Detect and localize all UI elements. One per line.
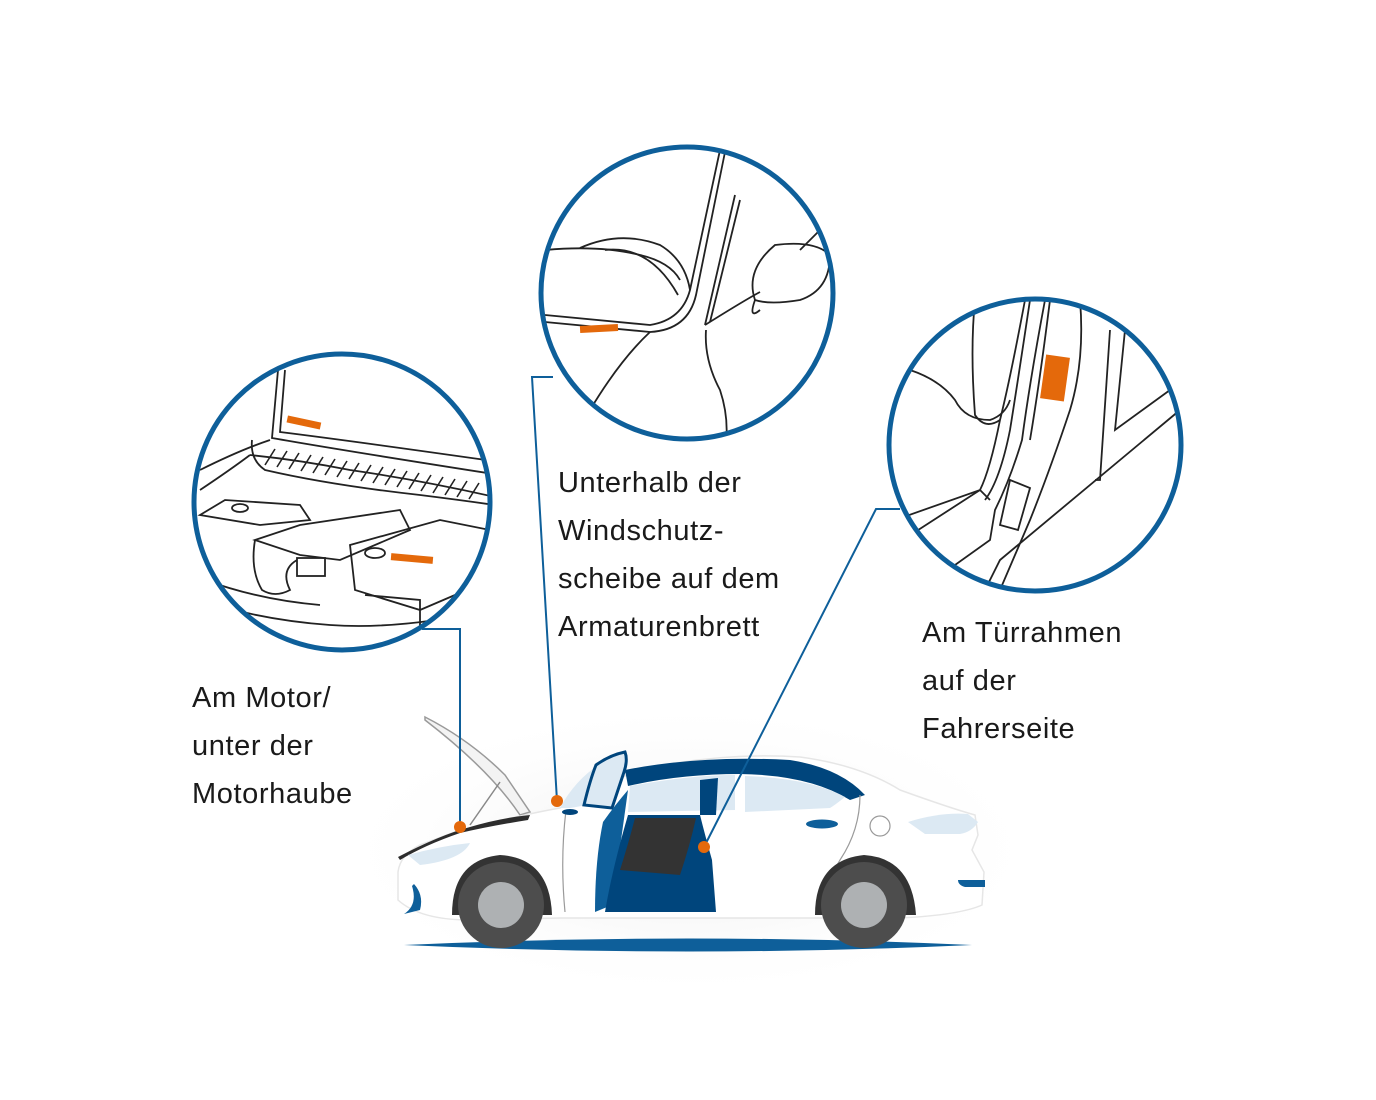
engine-location-label: Am Motor/ unter der Motorhaube [192, 674, 353, 818]
vin-plate-dashboard [579, 324, 619, 333]
door-frame-connector [703, 508, 900, 848]
label-line: scheibe auf dem [558, 563, 780, 595]
dashboard-windshield-closeup [538, 144, 836, 442]
windshield-location-label: Unterhalb der Windschutz- scheibe auf de… [558, 459, 780, 651]
door-frame-marker[interactable] [698, 841, 710, 853]
windshield-connector [530, 376, 558, 802]
label-line: unter der [192, 730, 314, 762]
label-line: Motorhaube [192, 778, 353, 810]
label-line: Am Motor/ [192, 682, 332, 714]
ground-shadow [404, 938, 972, 952]
dashboard-marker[interactable] [551, 795, 563, 807]
label-line: Armaturenbrett [558, 611, 760, 643]
engine-bay-closeup [191, 351, 493, 653]
vin-plate-door-frame [1040, 354, 1070, 402]
door-frame-closeup [886, 296, 1184, 594]
label-line: auf der [922, 665, 1017, 697]
car-illustration [330, 700, 1050, 1000]
label-line: Fahrerseite [922, 713, 1076, 745]
location-markers [454, 795, 710, 853]
label-line: Unterhalb der [558, 467, 742, 499]
vin-plate-engine-1 [286, 415, 322, 430]
label-line: Am Türrahmen [922, 617, 1123, 649]
label-line: Windschutz- [558, 515, 725, 547]
hood-marker[interactable] [454, 821, 466, 833]
door-frame-location-label: Am Türrahmen auf der Fahrerseite [922, 609, 1122, 753]
connector-lines [422, 376, 900, 848]
engine-connector [422, 628, 461, 827]
vin-plate-engine-2 [390, 553, 434, 564]
